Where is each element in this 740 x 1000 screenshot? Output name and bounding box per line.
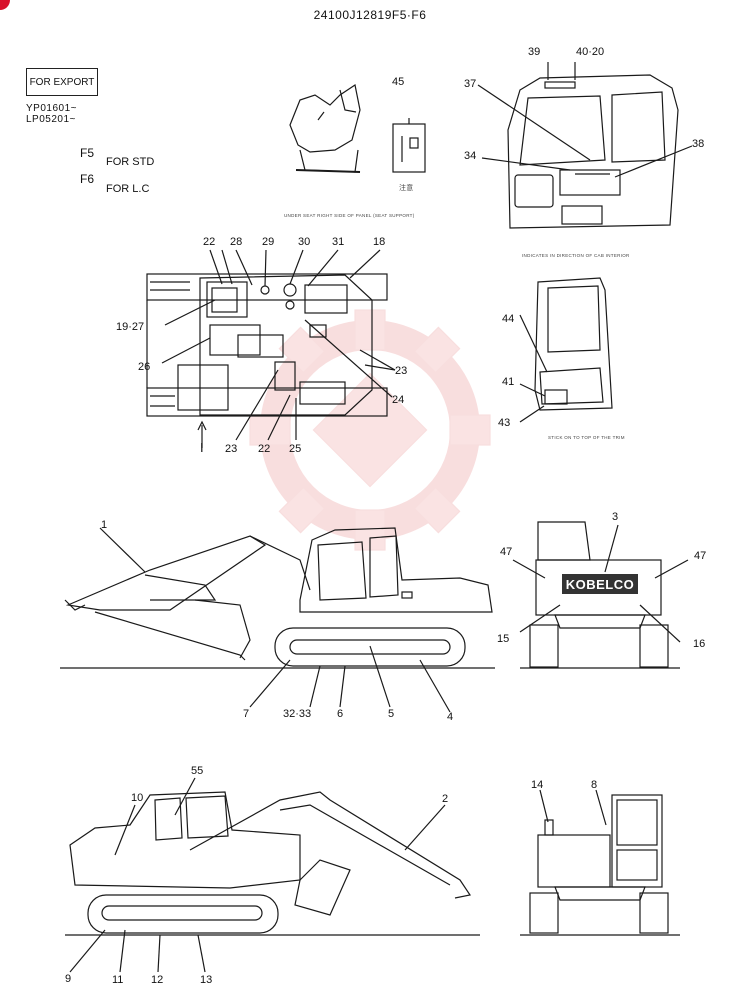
cab-caption: INDICATES IN DIRECTION OF CAB INTERIOR (522, 253, 630, 258)
callout-55: 55 (191, 765, 204, 777)
callout-3: 3 (612, 511, 619, 523)
callout-11: 11 (112, 974, 124, 986)
export-label: FOR EXPORT (26, 68, 98, 96)
decal45-caption: 注意 (399, 185, 414, 192)
callout-22-bottom: 22 (258, 443, 271, 455)
callout-10: 10 (131, 792, 144, 804)
plan-view (146, 249, 396, 448)
callout-41: 41 (502, 376, 515, 388)
callout-14: 14 (531, 779, 544, 791)
callout-43: 43 (498, 417, 511, 429)
callout-26: 26 (138, 361, 151, 373)
decal-45 (392, 118, 426, 173)
callout-9: 9 (65, 973, 72, 985)
callout-23-right: 23 (395, 365, 408, 377)
callout-5: 5 (388, 708, 395, 720)
callout-2: 2 (442, 793, 449, 805)
variant-code-f5: F5 (80, 146, 95, 160)
callout-47-right: 47 (694, 550, 707, 562)
callout-39: 39 (528, 46, 541, 58)
excavator-rear-view (512, 521, 689, 669)
callout-45: 45 (392, 76, 405, 88)
callout-28: 28 (230, 236, 243, 248)
callout-16: 16 (693, 638, 706, 650)
callout-34: 34 (464, 150, 477, 162)
callout-25: 25 (289, 443, 302, 455)
door-caption: STICK ON TO TOP OF THE TRIM (548, 435, 625, 440)
variant-code-f6: F6 (80, 172, 95, 186)
callout-7: 7 (243, 708, 250, 720)
variant-desc-f5: FOR STD (106, 156, 155, 168)
callout-19-27: 19·27 (116, 321, 145, 333)
callout-30: 30 (298, 236, 311, 248)
callout-18: 18 (373, 236, 386, 248)
callout-24: 24 (392, 394, 405, 406)
door-view (519, 277, 613, 423)
document-number: 24100J12819F5·F6 (313, 8, 427, 22)
callout-15: 15 (497, 633, 510, 645)
callout-12: 12 (151, 974, 164, 986)
seat-caption: UNDER SEAT RIGHT SIDE OF PANEL (SEAT SUP… (284, 213, 415, 218)
seat-sketch (289, 84, 361, 173)
callout-6: 6 (337, 708, 344, 720)
callout-37: 37 (464, 78, 477, 90)
callout-31: 31 (332, 236, 345, 248)
callout-23-bottom: 23 (225, 443, 238, 455)
callout-4: 4 (447, 711, 454, 723)
excavator-front-view (520, 789, 680, 936)
excavator-side-view-right (65, 777, 480, 973)
cab-interior-view (477, 62, 693, 229)
brand-logo: KOBELCO (562, 574, 638, 594)
callout-29: 29 (262, 236, 275, 248)
watermark-gear (249, 309, 491, 551)
excavator-side-view-left (60, 527, 495, 713)
callout-47-left: 47 (500, 546, 513, 558)
callout-44: 44 (502, 313, 515, 325)
callout-38: 38 (692, 138, 705, 150)
serial-range-2: LP05201~ (26, 114, 76, 125)
view-arrow-label: I (200, 440, 204, 455)
callout-1: 1 (101, 519, 108, 531)
serial-range-1: YP01601~ (26, 103, 77, 114)
callout-22-top: 22 (203, 236, 216, 248)
callout-32-33: 32·33 (283, 708, 312, 720)
variant-desc-f6: FOR L.C (106, 183, 150, 195)
callout-13: 13 (200, 974, 213, 986)
callout-40-20: 40·20 (576, 46, 605, 58)
corner-marker (0, 0, 10, 10)
callout-8: 8 (591, 779, 598, 791)
